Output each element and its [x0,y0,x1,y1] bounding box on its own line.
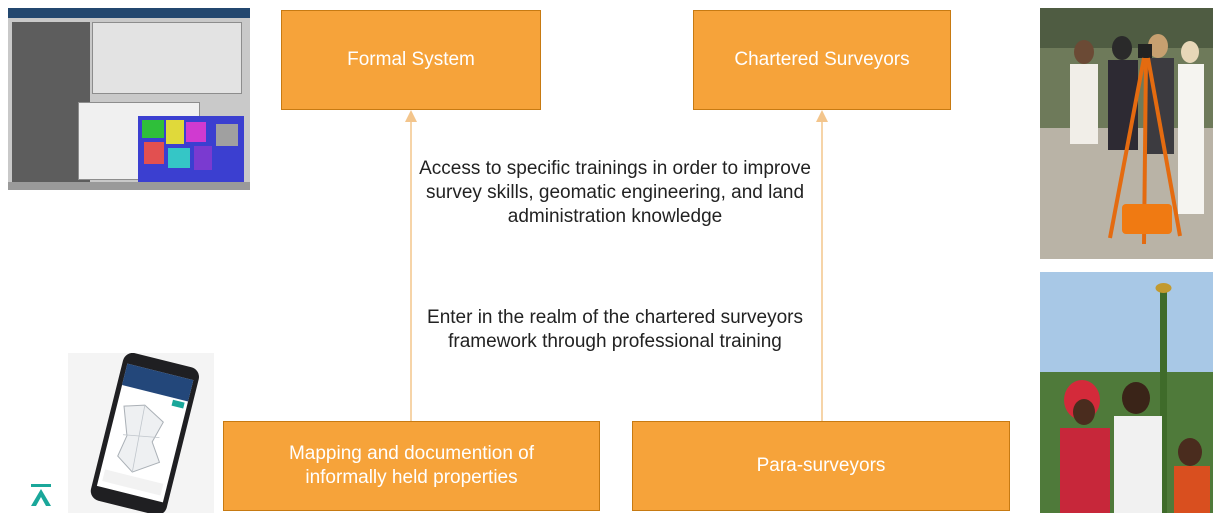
field-survey-team-photo [1040,8,1213,259]
software-dialog-panel [92,22,242,94]
mapping-label: Mapping and documention of informally he… [288,443,535,488]
mapping-box: Mapping and documention of informally he… [223,421,600,511]
surveying-software-screenshot [8,8,250,190]
chartered-surveyors-label: Chartered Surveyors [734,49,910,71]
formal-system-label: Formal System [347,49,475,71]
para-surveyors-label: Para-surveyors [756,455,886,477]
software-dark-viewport [12,22,90,182]
software-titlebar [8,8,250,18]
upward-arrow-logo-icon [31,484,51,506]
chartered-framework-text: Enter in the realm of the chartered surv… [427,307,803,353]
para-surveyors-box: Para-surveyors [632,421,1010,511]
software-parcel-map [138,116,244,186]
formal-system-box: Formal System [281,10,541,110]
mobile-mapping-app-photo [68,353,214,513]
gps-pole-community-photo [1040,272,1213,513]
software-statusbar [8,182,250,190]
chartered-surveyors-box: Chartered Surveyors [693,10,951,110]
training-access-text: Access to specific trainings in order to… [419,158,811,228]
